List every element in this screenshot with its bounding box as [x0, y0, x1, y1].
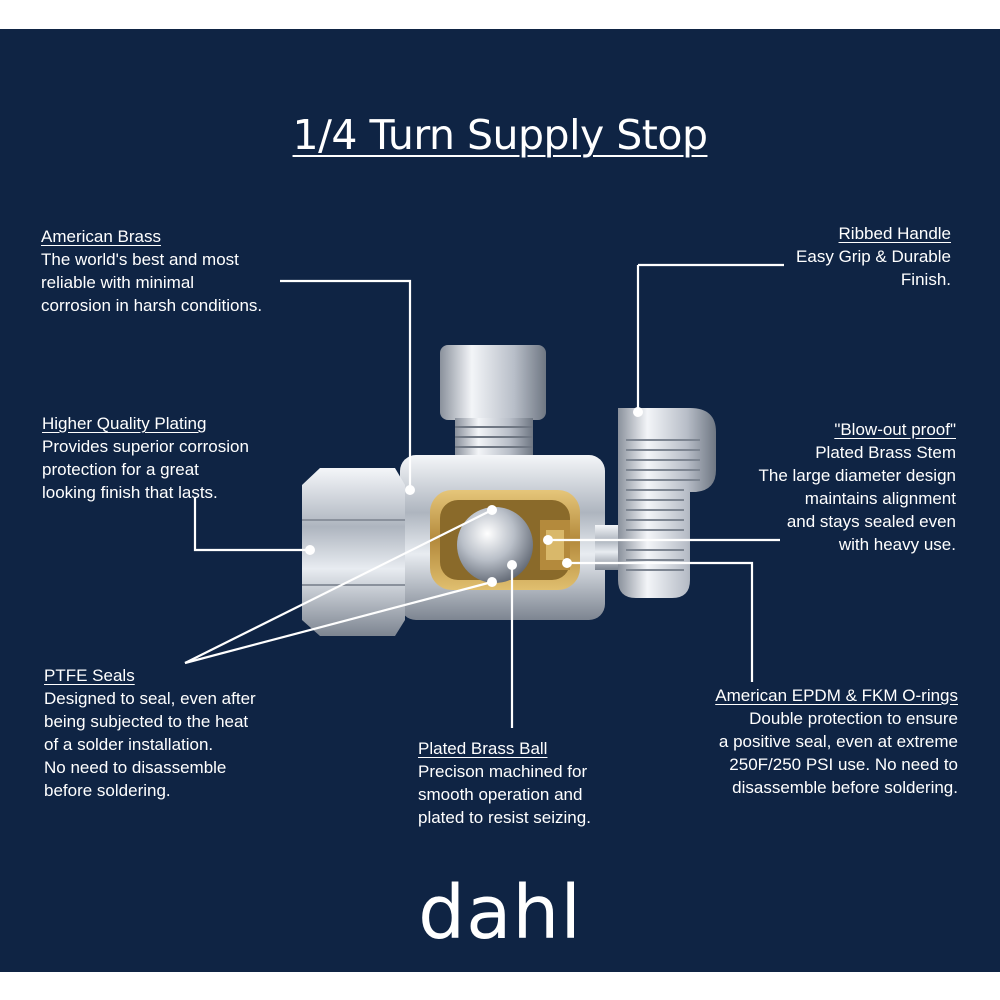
- callout-line: Precison machined for: [418, 762, 588, 781]
- callout-heading: American EPDM & FKM O-rings: [715, 686, 958, 705]
- leader-plating: [193, 498, 310, 552]
- callout-line: reliable with minimal: [41, 273, 195, 292]
- callout-higher-quality-plating: Higher Quality Plating Provides superior…: [42, 412, 249, 504]
- callout-line: The world's best and most: [41, 250, 239, 269]
- left-nut: [302, 468, 405, 636]
- callout-line: a positive seal, even at extreme: [718, 732, 958, 751]
- callout-line: of a solder installation.: [44, 735, 214, 754]
- callout-line: disassemble before soldering.: [732, 778, 958, 797]
- callout-heading: Plated Brass Ball: [418, 739, 548, 758]
- callout-line: maintains alignment: [804, 489, 956, 508]
- callout-line: Easy Grip & Durable: [796, 247, 951, 266]
- brand-logo: dahl: [418, 870, 582, 956]
- callout-line: being subjected to the heat: [44, 712, 249, 731]
- callout-line: and stays sealed even: [786, 512, 956, 531]
- callout-ptfe-seals: PTFE Seals Designed to seal, even after …: [44, 664, 256, 802]
- callout-heading: Higher Quality Plating: [42, 414, 207, 433]
- callout-line: Provides superior corrosion: [42, 437, 249, 456]
- callout-line: 250F/250 PSI use. No need to: [729, 755, 958, 774]
- callout-heading: Ribbed Handle: [838, 224, 951, 243]
- callout-line: Plated Brass Stem: [815, 443, 956, 462]
- leader-ptfe-lower: [184, 580, 493, 665]
- callout-heading: PTFE Seals: [44, 666, 135, 685]
- top-nut: [440, 345, 546, 456]
- leader-lines: [184, 263, 784, 728]
- callout-ribbed-handle: Ribbed Handle Easy Grip & Durable Finish…: [796, 222, 951, 291]
- callout-line: smooth operation and: [418, 785, 583, 804]
- callout-plated-brass-ball: Plated Brass Ball Precison machined for …: [418, 737, 591, 829]
- callout-line: Double protection to ensure: [749, 709, 958, 728]
- callout-line: No need to disassemble: [44, 758, 227, 777]
- leader-american-brass: [280, 279, 412, 490]
- page-title: 1/4 Turn Supply Stop: [292, 111, 708, 159]
- callout-line: before soldering.: [44, 781, 171, 800]
- leader-ptfe-upper: [184, 509, 493, 664]
- leader-dots: [305, 407, 643, 587]
- callout-line: protection for a great: [42, 460, 199, 479]
- callout-line: The large diameter design: [758, 466, 956, 485]
- callout-blowout-proof: "Blow-out proof" Plated Brass Stem The l…: [758, 418, 956, 556]
- callout-line: looking finish that lasts.: [42, 483, 218, 502]
- callout-american-brass: American Brass The world's best and most…: [41, 225, 262, 317]
- callout-line: Finish.: [900, 270, 951, 289]
- callout-heading: "Blow-out proof": [834, 420, 956, 439]
- callout-line: Designed to seal, even after: [44, 689, 256, 708]
- callout-line: corrosion in harsh conditions.: [41, 296, 263, 315]
- callout-o-rings: American EPDM & FKM O-rings Double prote…: [715, 684, 958, 799]
- callout-heading: American Brass: [41, 227, 161, 246]
- ribbed-handle: [618, 408, 716, 598]
- callout-line: plated to resist seizing.: [418, 808, 591, 827]
- callout-line: with heavy use.: [838, 535, 956, 554]
- leader-orings: [567, 561, 754, 682]
